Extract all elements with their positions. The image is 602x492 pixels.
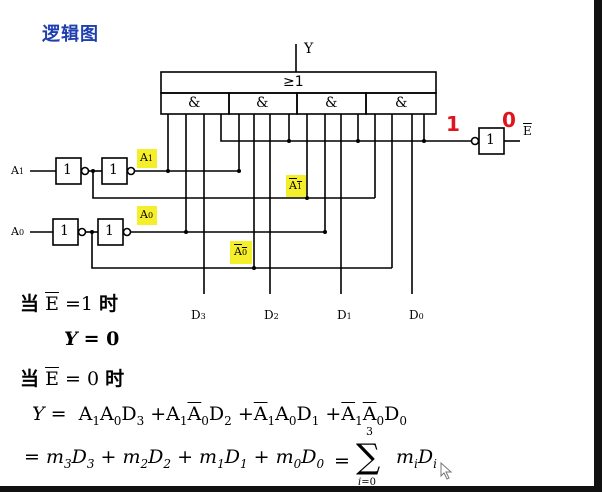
logic-diagram bbox=[30, 44, 520, 294]
input-a0-label: A0 bbox=[11, 225, 25, 238]
equation-y-expanded: Y = A1A0D3 +A1A0D2 +A1A0D1 +A1A0D0 bbox=[32, 403, 407, 428]
signal-a1-highlight: A1 bbox=[137, 149, 157, 168]
mouse-cursor-icon bbox=[440, 462, 453, 480]
a1-inverter-2-label: 1 bbox=[109, 162, 118, 178]
annotation-zero: 0 bbox=[502, 108, 516, 132]
output-y-label: Y bbox=[304, 41, 314, 57]
enable-inverter-label: 1 bbox=[486, 132, 495, 148]
signal-a0-bar-highlight: A0 bbox=[230, 241, 252, 264]
input-a1-label: A1 bbox=[11, 164, 25, 177]
a0-inverter-2-label: 1 bbox=[105, 223, 114, 239]
data-input-d2: D2 bbox=[264, 308, 279, 322]
a0-inverter-1-label: 1 bbox=[60, 223, 69, 239]
and-gate-label-2: & bbox=[256, 95, 269, 111]
summation-lower: i=0 bbox=[358, 477, 376, 488]
summation-symbol: ∑ bbox=[356, 437, 381, 477]
summation-upper: 3 bbox=[366, 425, 373, 438]
data-input-d1: D1 bbox=[337, 308, 352, 322]
or-gate-label: ≥1 bbox=[283, 74, 304, 90]
and-gate-label-3: & bbox=[325, 95, 338, 111]
summation-term: miDi bbox=[396, 446, 437, 471]
equation-minterm-sum: = m3D3 + m2D2 + m1D1 + m0D0 bbox=[24, 446, 325, 471]
data-input-d3: D3 bbox=[191, 308, 206, 322]
enable-input-label: E bbox=[523, 124, 532, 138]
right-frame-border bbox=[594, 0, 602, 492]
slide: 逻辑图 bbox=[0, 0, 594, 488]
and-gate-label-1: & bbox=[188, 95, 201, 111]
bottom-frame-border bbox=[0, 486, 602, 492]
data-input-d0: D0 bbox=[409, 308, 424, 322]
equation-y-zero: Y = 0 bbox=[64, 328, 120, 350]
and-gate-4 bbox=[365, 92, 437, 115]
slide-title: 逻辑图 bbox=[42, 24, 99, 45]
signal-a1-bar-highlight: A1 bbox=[286, 175, 306, 197]
signal-a0-highlight: A0 bbox=[137, 206, 157, 225]
a1-inverter-1-label: 1 bbox=[63, 162, 72, 178]
equation-enable-low: 当 E = 0 时 bbox=[20, 368, 125, 390]
equals-sign: = bbox=[334, 450, 350, 472]
equation-enable-high: 当 E =1 时 bbox=[20, 293, 119, 315]
annotation-one: 1 bbox=[446, 112, 460, 136]
and-gate-label-4: & bbox=[395, 95, 408, 111]
